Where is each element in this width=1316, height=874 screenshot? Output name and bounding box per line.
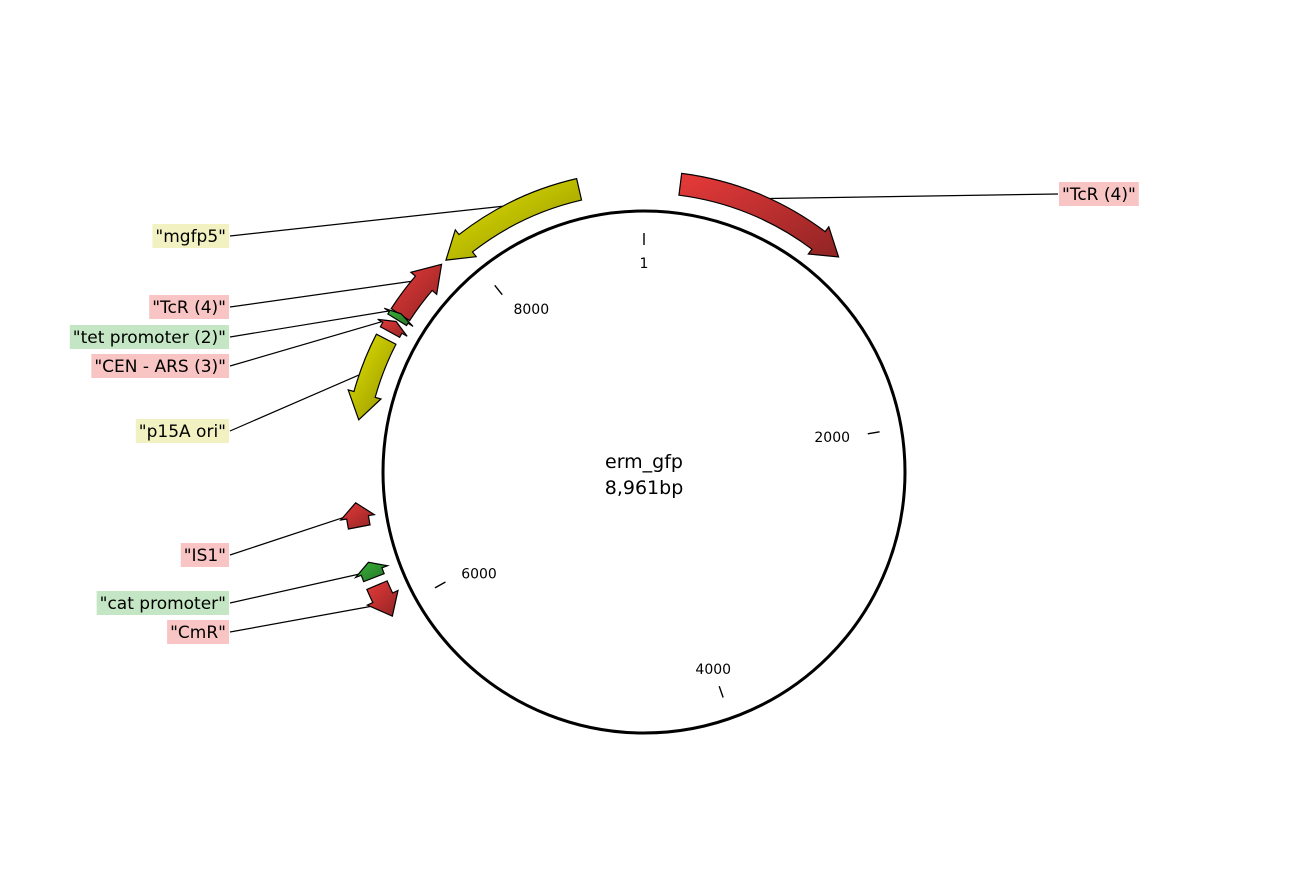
feature-arrow-tet-promoter[interactable] [383, 307, 414, 327]
label-text-p15a-ori: "p15A ori" [139, 422, 226, 442]
label-text-is1: "IS1" [184, 546, 226, 566]
feature-arrow-p15a-ori[interactable] [347, 333, 397, 421]
label-bg-mgfp5 [152, 224, 229, 248]
tick-mark-2 [718, 685, 724, 698]
label-cmr[interactable]: "CmR" [167, 620, 229, 644]
feature-arrow-cat-promoter[interactable] [353, 561, 390, 583]
scale-ticks: 1 2000 4000 6000 8000 [434, 233, 880, 698]
feature-arrow-mgfp5[interactable] [445, 177, 583, 261]
label-text-tcr-left: "TcR (4)" [152, 298, 226, 318]
tick-label-0: 1 [640, 256, 649, 272]
plasmid-backbone [381, 209, 907, 735]
leader-cen-ars [229, 320, 384, 367]
label-text-mgfp5: "mgfp5" [155, 227, 226, 247]
leader-cat-promoter [229, 573, 361, 604]
label-tet-promoter[interactable]: "tet promoter (2)" [69, 325, 229, 349]
label-bg-tcr-left [149, 295, 229, 319]
tick-label-1: 2000 [814, 430, 850, 446]
label-tcr-right[interactable]: "TcR (4)" [1059, 182, 1139, 206]
label-text-tcr-right: "TcR (4)" [1062, 185, 1136, 205]
leader-is1 [229, 515, 347, 556]
feature-labels: "TcR (4)" "mgfp5" "TcR (4)" "tet promoter (… [69, 182, 1139, 644]
leader-tet-promoter [229, 310, 390, 338]
tick-label-3: 6000 [461, 566, 497, 582]
feature-arrow-tcr-right[interactable] [678, 172, 840, 258]
tick-mark-4 [494, 284, 503, 296]
label-bg-tet-promoter [69, 325, 229, 349]
label-mgfp5[interactable]: "mgfp5" [152, 224, 229, 248]
tick-mark-1 [867, 431, 880, 435]
label-text-cen-ars: "CEN - ARS (3)" [94, 357, 226, 377]
feature-arrow-cmr[interactable] [365, 580, 399, 617]
label-is1[interactable]: "IS1" [180, 543, 229, 567]
tick-label-2: 4000 [695, 662, 731, 678]
plasmid-name: erm_gfp [605, 451, 683, 473]
feature-arrow-is1[interactable] [339, 502, 377, 530]
feature-arrow-cen-ars[interactable] [377, 318, 408, 339]
label-bg-p15a-ori [135, 419, 229, 443]
label-bg-cmr [167, 620, 229, 644]
tick-mark-3 [434, 581, 446, 589]
label-p15a-ori[interactable]: "p15A ori" [135, 419, 229, 443]
leader-mgfp5 [229, 205, 503, 237]
label-cen-ars[interactable]: "CEN - ARS (3)" [91, 354, 229, 378]
label-text-tet-promoter: "tet promoter (2)" [73, 328, 226, 348]
feature-arrows [339, 172, 840, 617]
feature-arrow-tcr-left[interactable] [390, 263, 443, 322]
label-bg-tcr-right [1059, 182, 1139, 206]
label-tcr-left[interactable]: "TcR (4)" [149, 295, 229, 319]
leader-tcr-left [229, 280, 412, 308]
leader-cmr [229, 605, 375, 633]
tick-label-4: 8000 [513, 302, 549, 318]
label-bg-cat-promoter [96, 591, 229, 615]
label-leaders [229, 193, 1059, 633]
leader-p15a-ori [229, 374, 360, 432]
label-bg-is1 [180, 543, 229, 567]
plasmid-size: 8,961bp [605, 477, 684, 499]
label-bg-cen-ars [91, 354, 229, 378]
leader-tcr-right [769, 193, 1059, 200]
label-cat-promoter[interactable]: "cat promoter" [96, 591, 229, 615]
label-text-cat-promoter: "cat promoter" [100, 594, 226, 614]
label-text-cmr: "CmR" [170, 623, 226, 643]
